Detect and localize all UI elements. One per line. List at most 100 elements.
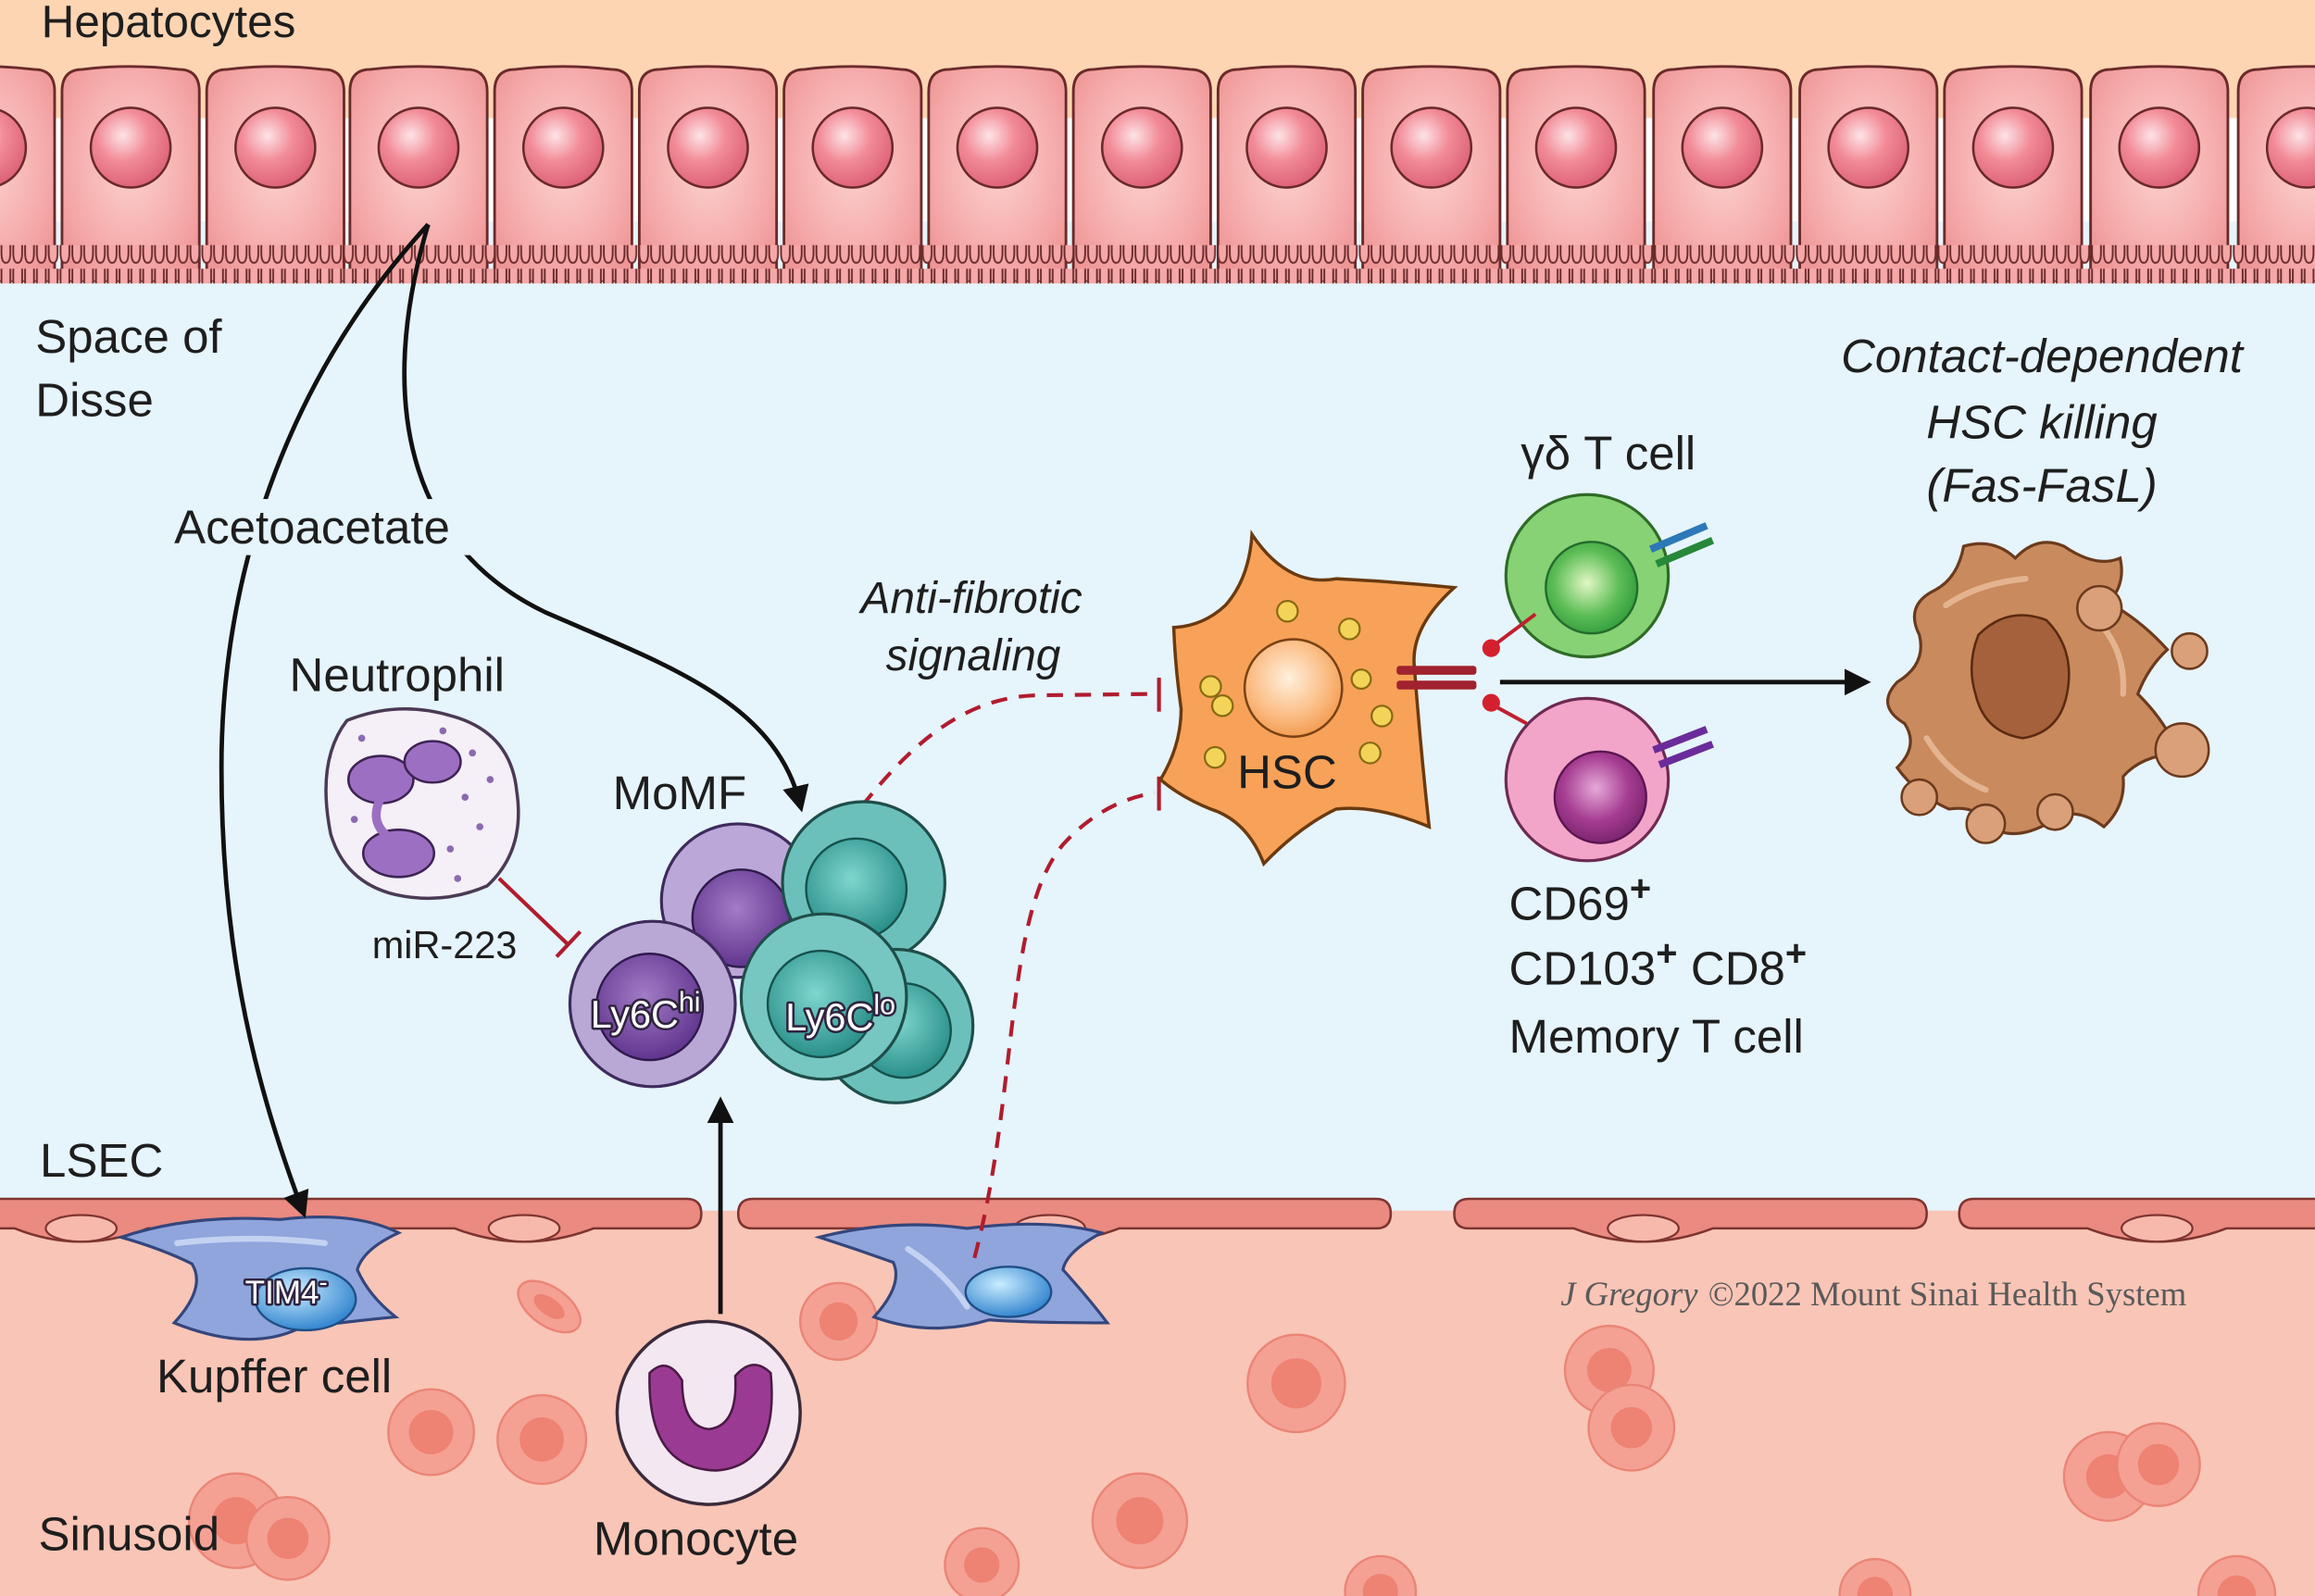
outcome-label-line3: (Fas-FasL) <box>1926 459 2157 512</box>
cd69-sup: + <box>1630 868 1651 909</box>
hsc-lipid-droplets <box>1199 599 1394 769</box>
apoptotic-body <box>2154 722 2210 779</box>
ly6c-lo-cell-front <box>739 912 908 1081</box>
fasl-ligand <box>1482 693 1500 712</box>
tcr-chain-green <box>1655 537 1715 567</box>
gamma-delta-t-cell <box>1482 493 1715 659</box>
neutrophil <box>324 707 520 901</box>
granule <box>350 816 358 823</box>
cd8-text: CD8 <box>1691 942 1785 995</box>
monocyte-nucleus <box>648 1364 773 1472</box>
hepatocyte-microvilli <box>0 244 2315 284</box>
apoptotic-hsc-nucleus <box>1970 614 2071 740</box>
momf-label: MoMF <box>613 767 747 819</box>
cd69-text: CD69 <box>1508 878 1629 930</box>
red-blood-cell <box>798 1281 879 1362</box>
momf-to-hsc-inhibition-line <box>810 692 1155 876</box>
memory-t-cell-cd69-label: CD69+ <box>1508 868 1651 930</box>
sinusoid-label: Sinusoid <box>38 1508 219 1561</box>
red-blood-cell <box>2116 1422 2201 1507</box>
space-of-disse-label-line1: Space of <box>35 310 222 363</box>
ly6c-lo-base: Ly6C <box>785 995 873 1039</box>
apoptotic-hsc <box>1886 541 2210 844</box>
lsec-nucleus <box>2121 1214 2194 1243</box>
lipid-droplet <box>1203 745 1227 769</box>
memory-t-cell <box>1482 693 1714 863</box>
ly6c-lo-sup: lo <box>873 991 895 1021</box>
ly6c-hi-label: Ly6Chi <box>591 987 701 1036</box>
kupffer-cell <box>116 1216 403 1341</box>
lsec-nucleus <box>44 1214 119 1243</box>
red-blood-cell <box>1838 1557 1912 1596</box>
red-blood-cell <box>1091 1472 1189 1569</box>
cell-nucleus <box>1545 541 1639 635</box>
apoptotic-body <box>1965 803 2007 844</box>
lipid-droplet <box>1370 704 1394 728</box>
tcr-chain-blue <box>1648 522 1708 553</box>
space-of-disse-label-line2: Disse <box>35 374 154 427</box>
ly6c-hi-base: Ly6C <box>591 992 679 1036</box>
lsec-macrophage-to-hsc-inhibition-line <box>972 791 1156 1259</box>
granule <box>454 875 462 882</box>
lipid-droplet <box>1337 617 1361 641</box>
tcr-chain <box>1652 726 1708 754</box>
neutrophil-label: Neutrophil <box>290 648 506 701</box>
outcome-label-line1: Contact-dependent <box>1841 330 2245 382</box>
granule <box>469 749 477 757</box>
hsc-fas-receptor <box>1396 666 1477 675</box>
lipid-droplet <box>1350 668 1372 691</box>
nucleus-connector <box>371 795 391 840</box>
cd103-sup: + <box>1656 933 1677 974</box>
red-blood-cell <box>2196 1554 2277 1596</box>
monocyte <box>615 1319 802 1506</box>
monocyte-label: Monocyte <box>594 1512 798 1565</box>
apoptotic-bodies <box>1900 584 2210 844</box>
fasl-stalk <box>1493 704 1528 726</box>
cd103-text: CD103 <box>1508 942 1656 995</box>
hepatocytes-label: Hepatocytes <box>42 0 296 47</box>
nucleus-lobe <box>361 829 436 879</box>
cell-nucleus <box>1553 750 1647 844</box>
momf-cluster <box>568 800 975 1104</box>
lining-macrophage <box>814 1222 1110 1330</box>
memory-t-cell-cd103-cd8-label: CD103+CD8+ <box>1508 933 1807 995</box>
lining-macrophage-nucleus <box>964 1266 1053 1318</box>
ly6c-hi-cell <box>568 919 737 1089</box>
gamma-delta-t-cell-label: γδ T cell <box>1520 427 1696 480</box>
apoptotic-body <box>1900 778 1939 817</box>
apoptotic-body <box>2171 631 2209 670</box>
kupffer-cell-nucleus <box>254 1266 357 1332</box>
neutrophil-mir223-inhibition-bar <box>555 929 582 958</box>
acetoacetate-label: Acetoacetate <box>174 501 450 554</box>
granule <box>461 793 469 802</box>
lsec-label: LSEC <box>40 1134 163 1187</box>
red-blood-cell <box>1587 1383 1676 1472</box>
nucleus-lobe <box>403 740 462 784</box>
acetoacetate-label-backdrop <box>172 499 486 555</box>
lipid-droplet <box>1210 694 1234 717</box>
tim4-text: TIM4 <box>245 1275 319 1311</box>
credit-line: J Gregory©2022 Mount Sinai Health System <box>1560 1275 2186 1313</box>
monocyte-body <box>615 1319 802 1506</box>
lipid-droplet <box>1358 742 1382 765</box>
tim4-label: TIM4- <box>245 1267 328 1311</box>
kupffer-cell-label: Kupffer cell <box>156 1350 392 1403</box>
tcr-chain <box>1658 741 1714 768</box>
ly6c-lo-label: Ly6Clo <box>785 991 895 1040</box>
apoptotic-body <box>2076 584 2123 632</box>
hsc-nucleus <box>1243 638 1344 739</box>
granule <box>357 734 366 742</box>
hsc-label: HSC <box>1237 746 1337 799</box>
granule <box>486 776 494 783</box>
neutrophil-granules <box>350 727 494 882</box>
cd8-sup: + <box>1785 933 1807 974</box>
memory-t-cell-label: Memory T cell <box>1508 1010 1803 1063</box>
cell-nucleus <box>766 949 876 1059</box>
lsec-nucleus <box>487 1214 561 1243</box>
red-blood-cell <box>496 1393 588 1485</box>
lipid-droplet <box>1276 599 1299 623</box>
credit-author: J Gregory <box>1560 1275 1698 1313</box>
acetoacetate-arrow-to-momf <box>402 223 809 813</box>
neutrophil-nucleus <box>347 740 462 879</box>
